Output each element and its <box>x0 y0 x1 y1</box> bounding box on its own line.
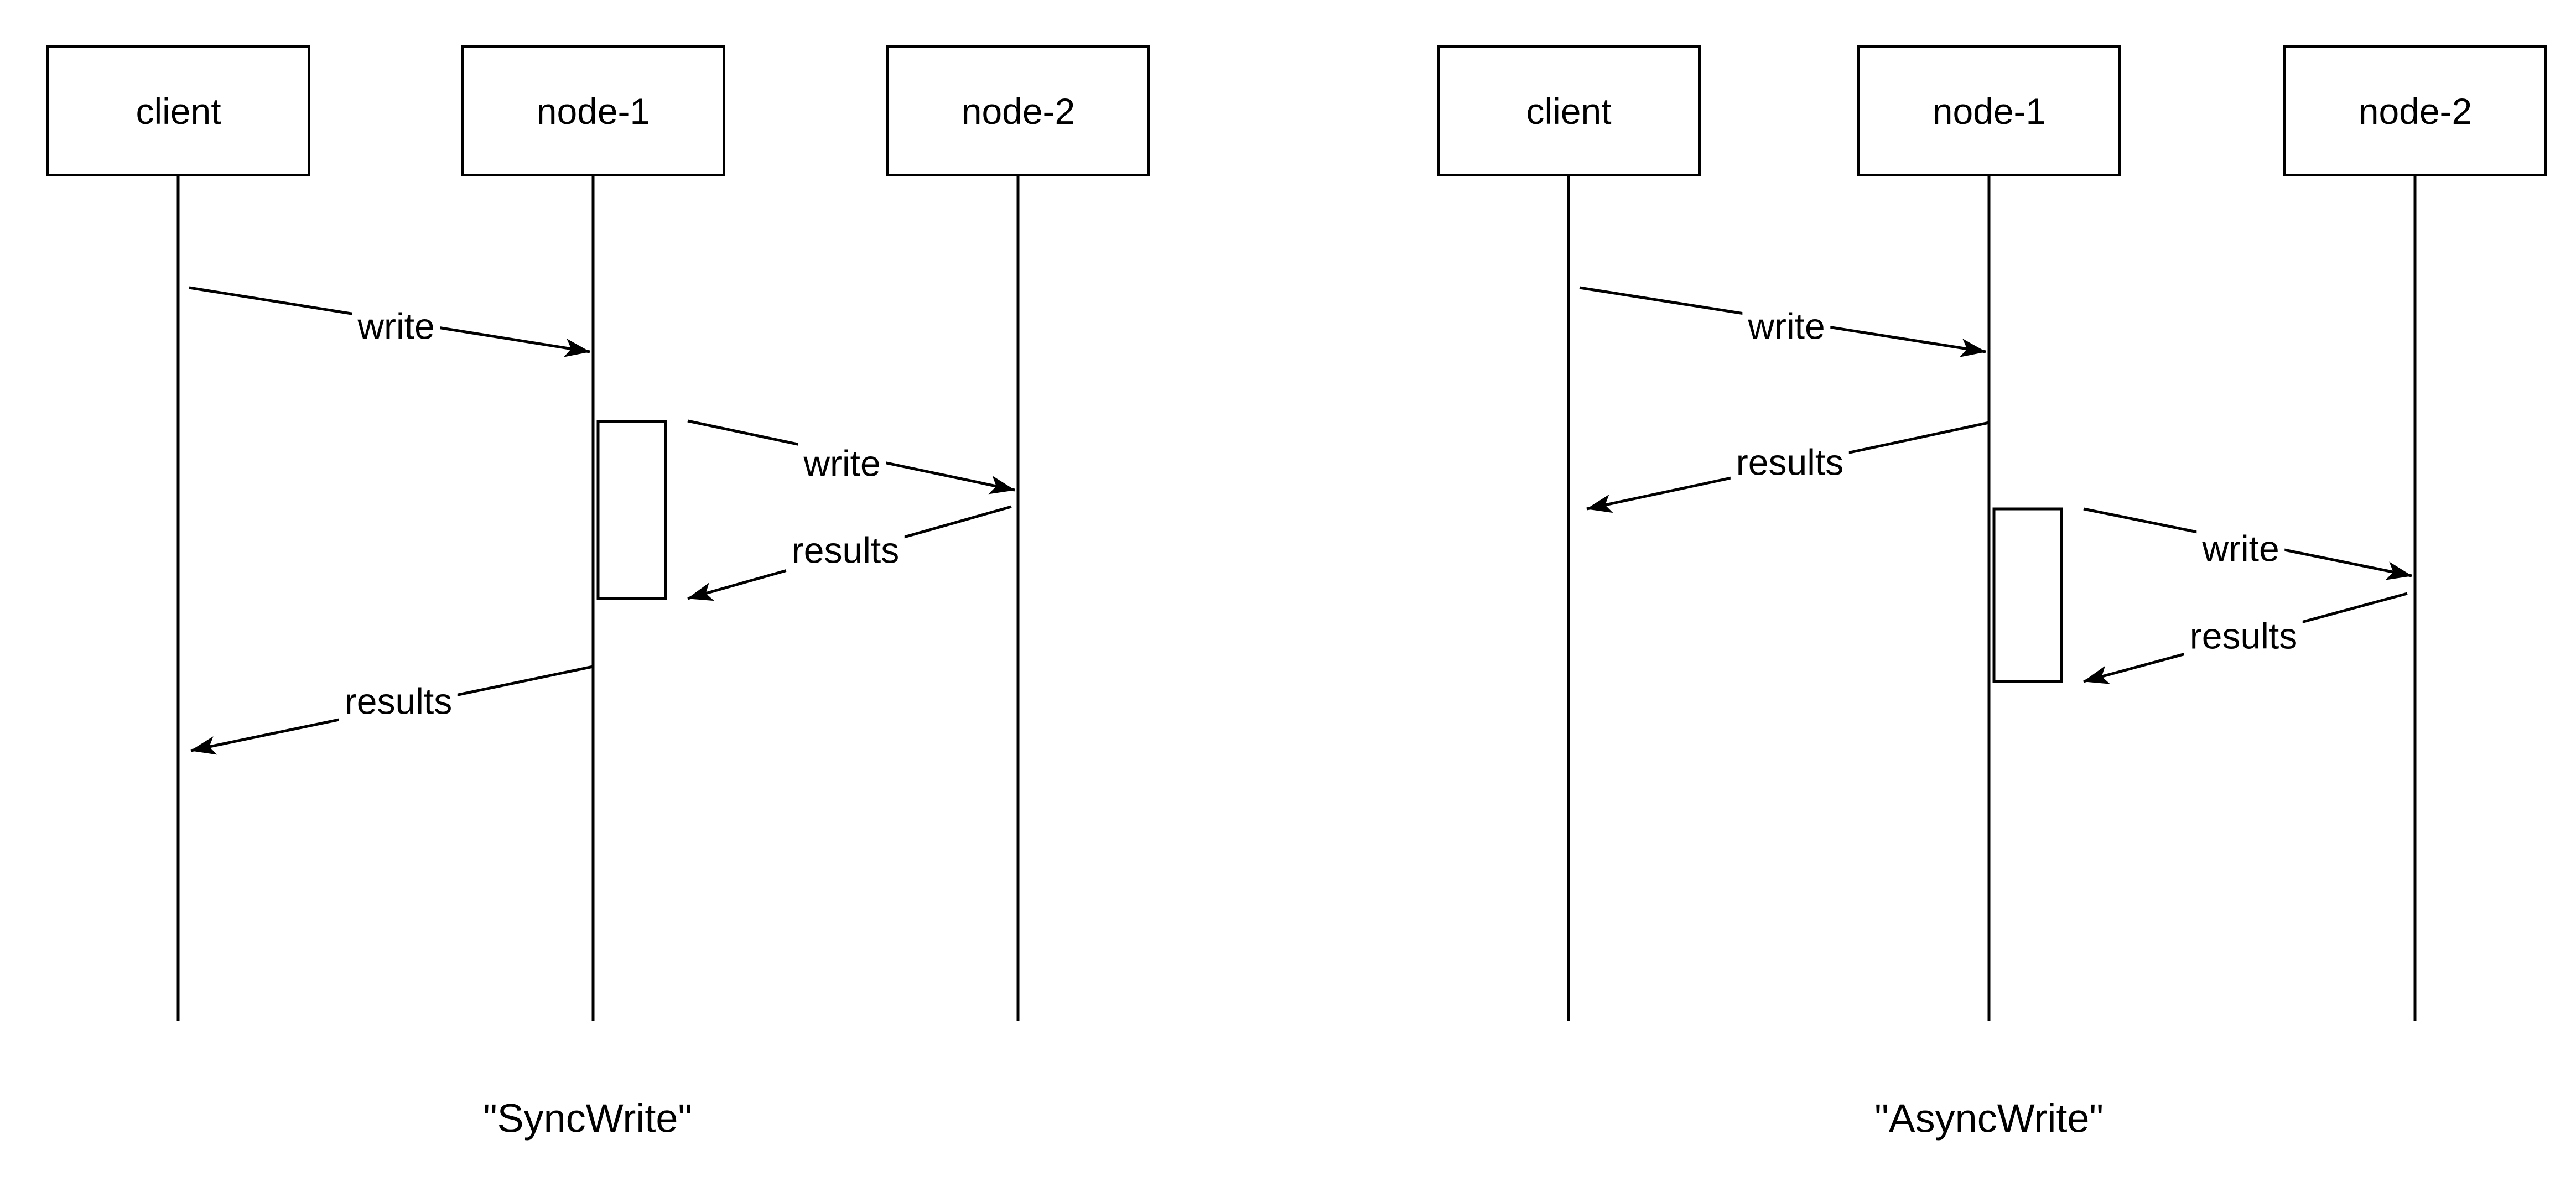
actor-box-node1: node-1 <box>1857 45 2121 176</box>
actor-box-client: client <box>1437 45 1701 176</box>
activation-bar-node1 <box>1992 507 2063 683</box>
actor-box-node1: node-1 <box>461 45 725 176</box>
message-label-write: write <box>2196 527 2285 570</box>
message-label-write: write <box>798 442 886 485</box>
actor-box-node2: node-2 <box>2283 45 2547 176</box>
actor-box-node2: node-2 <box>886 45 1150 176</box>
actor-box-client: client <box>46 45 310 176</box>
diagram-caption-syncwrite: "SyncWrite" <box>483 1096 692 1141</box>
message-label-write: write <box>1742 305 1831 348</box>
diagram-caption-asyncwrite: "AsyncWrite" <box>1874 1096 2104 1141</box>
message-label-write: write <box>352 305 440 348</box>
actor-label: node-1 <box>536 90 651 132</box>
message-label-results: results <box>1730 441 1850 484</box>
actor-label: node-2 <box>961 90 1076 132</box>
actor-label: client <box>1526 90 1612 132</box>
activation-bar-node1 <box>596 420 667 600</box>
actor-label: client <box>136 90 221 132</box>
actor-label: node-1 <box>1932 90 2047 132</box>
actor-label: node-2 <box>2358 90 2473 132</box>
message-label-results: results <box>786 529 905 572</box>
message-label-results: results <box>2184 615 2303 658</box>
message-label-results: results <box>339 680 458 723</box>
